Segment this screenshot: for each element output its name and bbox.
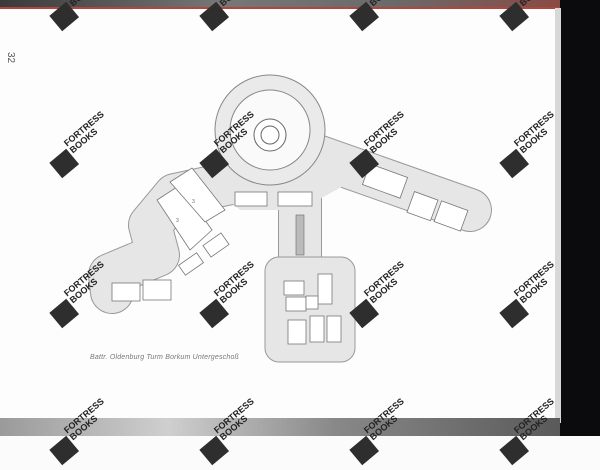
room bbox=[406, 191, 439, 222]
room bbox=[169, 167, 226, 223]
room bbox=[309, 315, 325, 343]
floor-plan: 3 3 bbox=[88, 74, 492, 363]
room bbox=[433, 200, 469, 232]
room bbox=[317, 273, 333, 305]
figure-caption: Battr. Oldenburg Turm Borkum Untergescho… bbox=[90, 354, 240, 361]
room bbox=[156, 184, 213, 251]
room bbox=[326, 315, 342, 343]
room bbox=[202, 232, 230, 258]
room bbox=[142, 279, 172, 301]
room bbox=[305, 295, 319, 310]
scan-top-red-line bbox=[0, 7, 560, 9]
room bbox=[283, 280, 305, 296]
page-fold-edge bbox=[555, 8, 561, 423]
room bbox=[277, 191, 313, 207]
scan-top-edge bbox=[0, 0, 560, 8]
room-label: 3 bbox=[176, 218, 179, 224]
room bbox=[234, 191, 268, 207]
room bbox=[287, 319, 307, 345]
room bbox=[177, 252, 205, 276]
scan-bottom-edge bbox=[0, 418, 560, 436]
room bbox=[111, 282, 141, 302]
stairway bbox=[295, 214, 305, 256]
scan-right-edge bbox=[560, 0, 600, 436]
room-label: 3 bbox=[192, 199, 195, 205]
bottom-block bbox=[264, 256, 356, 363]
room bbox=[285, 296, 307, 312]
